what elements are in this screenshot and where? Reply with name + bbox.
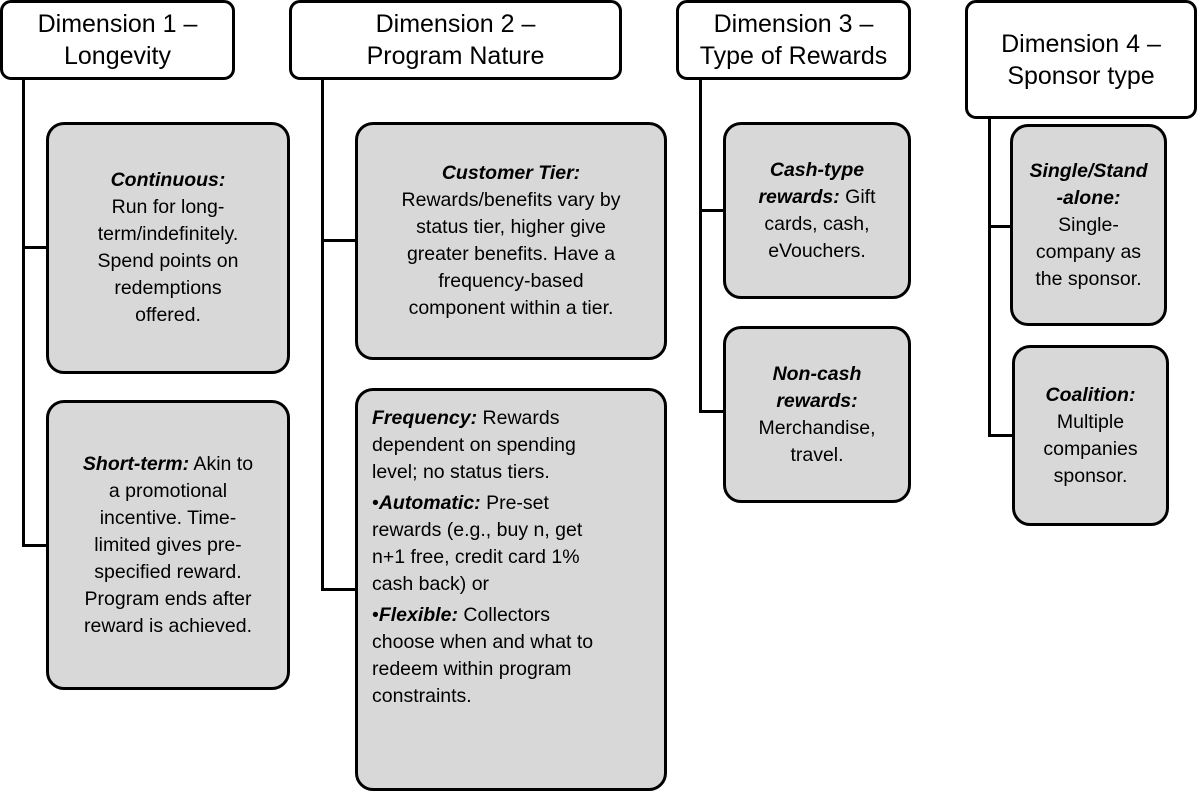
- dimension-2-header-line-1: Dimension 2 –: [375, 10, 536, 38]
- dimension-1-header: Dimension 1 – Longevity: [0, 0, 235, 80]
- continuous-line: Run for long-: [111, 196, 225, 218]
- dimension-1-header-line-2: Longevity: [63, 42, 172, 70]
- connector-dim4-trunk: [988, 117, 991, 437]
- connector-dim3-cash: [699, 209, 726, 212]
- frequency-line: dependent on spending: [372, 434, 576, 456]
- dimension-3-header: Dimension 3 – Type of Rewards: [676, 0, 911, 80]
- dimension-4-header: Dimension 4 – Sponsor type: [965, 0, 1197, 119]
- cash-type-line: cards, cash,: [764, 212, 870, 235]
- flexible-bullet: •Flexible: Collectors: [372, 602, 650, 629]
- frequency-line: level; no status tiers.: [372, 461, 550, 483]
- frequency-node: Frequency: Rewards dependent on spending…: [355, 388, 667, 791]
- customer-tier-title: Customer Tier:: [441, 162, 581, 184]
- frequency-first-text: Rewards: [477, 407, 560, 429]
- bullet-dot-icon: •: [372, 604, 379, 626]
- short-term-line: specified reward.: [94, 560, 242, 583]
- automatic-line: n+1 free, credit card 1%: [372, 546, 580, 568]
- non-cash-node: Non-cash rewards: Merchandise, travel.: [723, 326, 911, 503]
- dimension-3-header-line-1: Dimension 3 –: [713, 10, 874, 38]
- automatic-line: cash back) or: [372, 573, 490, 595]
- customer-tier-line: greater benefits. Have a: [406, 243, 616, 265]
- dimension-1-header-line-1: Dimension 1 –: [37, 10, 198, 38]
- non-cash-line: Merchandise,: [758, 416, 876, 439]
- dimension-4-header-line-1: Dimension 4 –: [1001, 29, 1161, 58]
- coalition-line: Multiple: [1056, 410, 1125, 433]
- cash-type-title-rest: rewards:: [758, 185, 840, 208]
- continuous-line: redemptions: [114, 277, 222, 299]
- coalition-node: Coalition: Multiple companies sponsor.: [1012, 345, 1169, 526]
- flexible-line: choose when and what to: [372, 631, 594, 653]
- connector-dim1-trunk: [22, 78, 25, 547]
- connector-dim2-frequency: [321, 588, 358, 591]
- cash-type-node: Cash-type rewards: Gift cards, cash, eVo…: [723, 122, 911, 299]
- continuous-node: Continuous: Run for long- term/indefinit…: [46, 122, 290, 374]
- short-term-line: reward is achieved.: [84, 614, 252, 637]
- cash-type-title-line-2: rewards: Gift: [758, 184, 875, 211]
- short-term-line: limited gives pre-: [94, 533, 242, 556]
- connector-dim4-coalition: [988, 434, 1012, 437]
- single-stand-alone-node: Single/Stand -alone: Single- company as …: [1010, 124, 1167, 326]
- short-term-line: incentive. Time-: [99, 506, 237, 529]
- connector-dim1-short-term: [22, 544, 49, 547]
- non-cash-line: travel.: [790, 443, 844, 466]
- non-cash-title-line-2: rewards:: [776, 389, 858, 412]
- frequency-title: Frequency:: [372, 407, 478, 429]
- continuous-line: Spend points on: [97, 250, 239, 272]
- short-term-first-text: Akin to: [189, 452, 254, 475]
- coalition-line: companies: [1043, 437, 1138, 460]
- automatic-bullet: •Automatic: Pre-set: [372, 490, 650, 517]
- customer-tier-line: Rewards/benefits vary by: [401, 189, 621, 211]
- short-term-line: Program ends after: [84, 587, 252, 610]
- single-stand-alone-line: company as: [1035, 240, 1142, 263]
- single-stand-alone-title-line-1: Single/Stand: [1029, 159, 1148, 182]
- short-term-line: a promotional: [108, 479, 228, 502]
- automatic-first-text: Pre-set: [480, 492, 549, 514]
- connector-dim1-continuous: [22, 246, 49, 249]
- flexible-line: constraints.: [372, 685, 472, 707]
- single-stand-alone-line: the sponsor.: [1035, 267, 1142, 290]
- flexible-title: Flexible:: [378, 604, 458, 626]
- customer-tier-line: component within a tier.: [408, 297, 614, 319]
- cash-type-first-text: Gift: [839, 185, 876, 208]
- flexible-first-text: Collectors: [457, 604, 551, 626]
- coalition-title: Coalition:: [1045, 383, 1136, 406]
- bullet-dot-icon: •: [372, 492, 379, 514]
- connector-dim3-non-cash: [699, 410, 726, 413]
- dimension-2-header: Dimension 2 – Program Nature: [289, 0, 622, 80]
- dimension-4-header-line-2: Sponsor type: [1007, 61, 1155, 90]
- frequency-first-line: Frequency: Rewards: [372, 405, 650, 432]
- cash-type-line: eVouchers.: [768, 239, 866, 262]
- single-stand-alone-line: Single-: [1058, 213, 1119, 236]
- automatic-title: Automatic:: [378, 492, 481, 514]
- automatic-line: rewards (e.g., buy n, get: [372, 519, 583, 541]
- continuous-line: offered.: [135, 304, 201, 326]
- dimension-3-header-line-2: Type of Rewards: [699, 42, 888, 70]
- flexible-line: redeem within program: [372, 658, 572, 680]
- short-term-node: Short-term: Akin to a promotional incent…: [46, 400, 290, 690]
- short-term-title: Short-term:: [82, 452, 190, 475]
- coalition-line: sponsor.: [1053, 464, 1128, 487]
- customer-tier-node: Customer Tier: Rewards/benefits vary by …: [355, 122, 667, 360]
- customer-tier-line: frequency-based: [438, 270, 584, 292]
- cash-type-title-line-1: Cash-type: [769, 158, 865, 181]
- connector-dim2-customer-tier: [321, 239, 358, 242]
- single-stand-alone-title-line-2: -alone:: [1056, 186, 1121, 209]
- continuous-title: Continuous:: [110, 169, 226, 191]
- customer-tier-line: status tier, higher give: [416, 216, 606, 238]
- non-cash-title-line-1: Non-cash: [772, 362, 862, 385]
- continuous-line: term/indefinitely.: [97, 223, 239, 245]
- connector-dim3-trunk: [699, 78, 702, 413]
- connector-dim2-trunk: [321, 78, 324, 591]
- connector-dim4-single: [988, 225, 1012, 228]
- short-term-first-line: Short-term: Akin to: [83, 451, 253, 478]
- dimension-2-header-line-2: Program Nature: [366, 42, 545, 70]
